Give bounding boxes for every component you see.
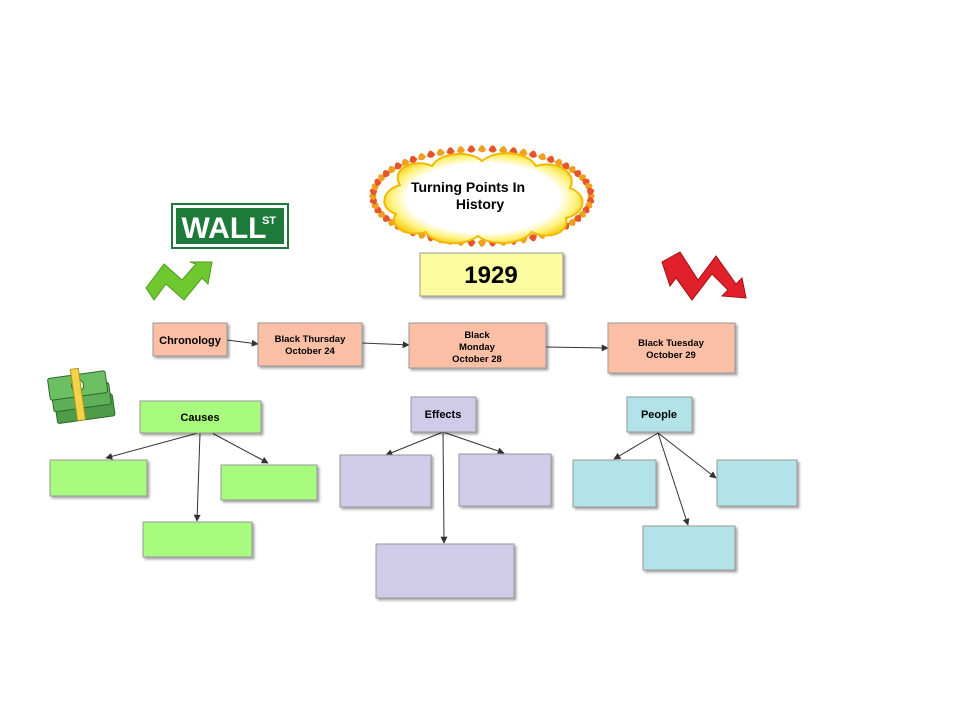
cause-box-1[interactable] <box>49 459 148 497</box>
event-2-line-2: Monday <box>459 342 496 353</box>
causes-label: Causes <box>180 412 219 424</box>
down-trend-arrow-icon <box>661 251 747 301</box>
people-box-2[interactable] <box>716 459 798 507</box>
flame-spike <box>498 146 508 154</box>
flame-spike <box>587 187 595 196</box>
flame-spike <box>394 162 403 170</box>
flame-spike <box>409 155 418 163</box>
flame-spike <box>382 170 391 178</box>
wall-sign-suffix: ST <box>262 215 276 227</box>
flame-spike <box>477 239 487 247</box>
effect-box-2[interactable] <box>458 453 552 507</box>
event-3-line-2: October 29 <box>646 350 696 361</box>
connectors <box>105 339 717 544</box>
flame-spike <box>561 162 570 170</box>
year-box[interactable]: 1929 <box>419 252 564 297</box>
flame-spike <box>436 148 445 156</box>
wall-street-sign: WALL ST <box>171 203 289 249</box>
wall-sign-main: WALL <box>182 212 267 245</box>
up-trend-arrow-icon <box>145 261 213 301</box>
cause-box-3[interactable] <box>142 521 253 558</box>
flame-spike <box>477 145 487 153</box>
effect-box-3[interactable] <box>375 543 515 599</box>
flame-spike <box>427 150 436 158</box>
cause-box-2[interactable] <box>220 464 318 501</box>
flame-spike <box>417 153 427 161</box>
causes-node[interactable]: Causes <box>139 400 262 434</box>
year-label: 1929 <box>464 262 517 289</box>
event-black-tuesday[interactable]: Black Tuesday October 29 <box>607 322 736 374</box>
cloud-shape <box>383 152 584 245</box>
flame-spike <box>568 218 576 226</box>
event-black-monday[interactable]: Black Monday October 28 <box>408 322 547 369</box>
money-stack-icon <box>47 367 116 424</box>
event-black-thursday[interactable]: Black Thursday October 24 <box>257 322 363 367</box>
title-line-1: Turning Points In <box>411 179 525 195</box>
effects-node[interactable]: Effects <box>410 396 477 433</box>
event-2-line-1: Black <box>464 330 490 341</box>
chronology-node[interactable]: Chronology <box>152 322 228 357</box>
effect-box-1[interactable] <box>339 454 432 508</box>
event-3-line-1: Black Tuesday <box>638 338 705 349</box>
flame-spike <box>568 166 576 174</box>
flame-spike <box>573 214 582 222</box>
flame-spike <box>401 158 410 166</box>
flame-spike <box>488 145 497 153</box>
flame-spike <box>519 148 528 156</box>
flame-spike <box>546 155 555 163</box>
people-box-3[interactable] <box>642 525 736 571</box>
chronology-label: Chronology <box>159 335 222 347</box>
flame-spike <box>537 153 547 161</box>
flame-spike <box>456 146 466 154</box>
event-1-line-1: Black Thursday <box>275 334 346 345</box>
event-2-line-3: October 28 <box>452 354 502 365</box>
people-node[interactable]: People <box>626 396 693 433</box>
event-1-line-2: October 24 <box>285 346 335 357</box>
title-cloud[interactable]: Turning Points In History <box>369 145 595 247</box>
people-label: People <box>641 409 677 421</box>
flame-spike <box>388 166 396 174</box>
flame-spike <box>554 158 563 166</box>
flame-spike <box>446 147 455 155</box>
effects-label: Effects <box>425 409 462 421</box>
flame-spike <box>467 145 476 153</box>
flame-spike <box>528 150 537 158</box>
title-line-2: History <box>456 196 504 212</box>
people-box-1[interactable] <box>572 459 657 508</box>
flame-spike <box>528 234 537 242</box>
